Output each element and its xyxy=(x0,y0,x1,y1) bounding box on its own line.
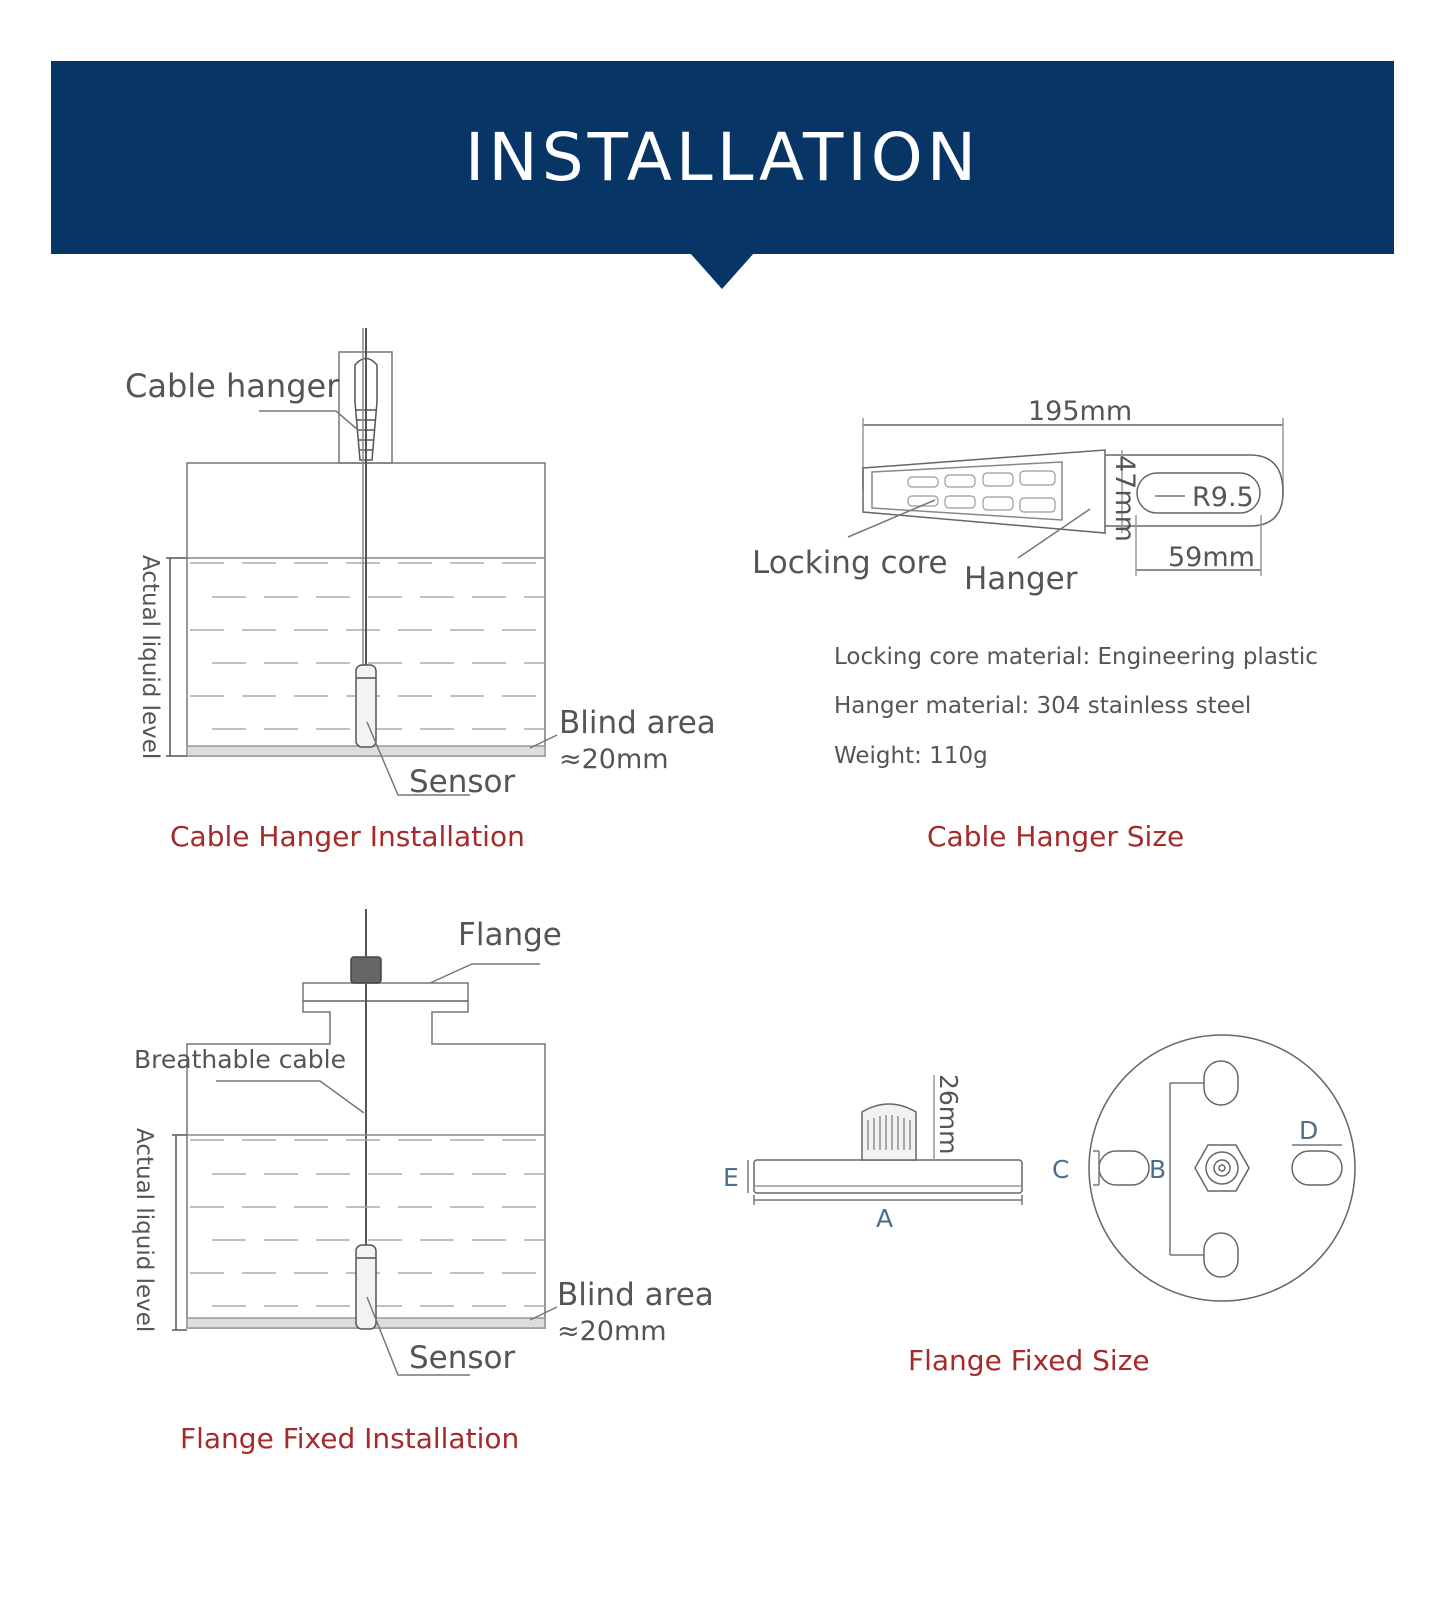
cable-hanger-label: Cable hanger xyxy=(125,367,340,405)
flange-side-plate xyxy=(753,1159,1023,1194)
flange-plate xyxy=(302,982,469,1002)
locking-core-label: Locking core xyxy=(752,545,948,581)
dim-length: 195mm xyxy=(1028,396,1132,427)
cable-hanger-installation-panel xyxy=(166,328,558,796)
dim-slot: 59mm xyxy=(1168,542,1255,573)
page-title: INSTALLATION xyxy=(464,119,981,196)
blind-area-value-2: ≈20mm xyxy=(557,1316,667,1347)
sensor-label-2: Sensor xyxy=(409,1340,516,1376)
letter-e: E xyxy=(723,1163,739,1192)
spec-line-1: Locking core material: Engineering plast… xyxy=(834,644,1318,670)
flange-size-panel xyxy=(747,1034,1356,1302)
header-banner: INSTALLATION xyxy=(51,61,1394,254)
breathable-cable-label: Breathable cable xyxy=(134,1045,346,1074)
cable-hanger-size-panel xyxy=(847,418,1284,576)
dim-height: 26mm xyxy=(934,1074,963,1155)
blind-area-label-2: Blind area xyxy=(557,1277,714,1313)
liquid-waves xyxy=(190,562,545,730)
letter-a: A xyxy=(876,1204,893,1233)
hanger-label: Hanger xyxy=(964,561,1078,597)
cable-hanger-size-caption: Cable Hanger Size xyxy=(927,820,1184,853)
actual-liquid-level-label-2: Actual liquid level xyxy=(131,1128,157,1332)
letter-b: B xyxy=(1149,1155,1166,1184)
flange-installation-panel xyxy=(172,909,558,1376)
dim-width: 47mm xyxy=(1109,455,1140,542)
letter-d: D xyxy=(1299,1116,1318,1145)
spec-line-2: Hanger material: 304 stainless steel xyxy=(834,693,1251,719)
spec-line-3: Weight: 110g xyxy=(834,743,988,769)
flange-label: Flange xyxy=(458,917,562,953)
flange-installation-caption: Flange Fixed Installation xyxy=(180,1422,519,1455)
letter-c: C xyxy=(1052,1155,1069,1184)
cable-hanger-installation-caption: Cable Hanger Installation xyxy=(170,820,525,853)
blind-area-value: ≈20mm xyxy=(559,744,669,775)
blind-area-label: Blind area xyxy=(559,705,716,741)
banner-pointer xyxy=(690,253,754,289)
actual-liquid-level-label: Actual liquid level xyxy=(137,555,163,759)
sensor-probe xyxy=(355,664,377,748)
flange-size-caption: Flange Fixed Size xyxy=(908,1344,1150,1377)
dim-radius: R9.5 xyxy=(1192,482,1254,513)
sensor-label: Sensor xyxy=(409,764,516,800)
flange-top-view xyxy=(1088,1034,1356,1302)
